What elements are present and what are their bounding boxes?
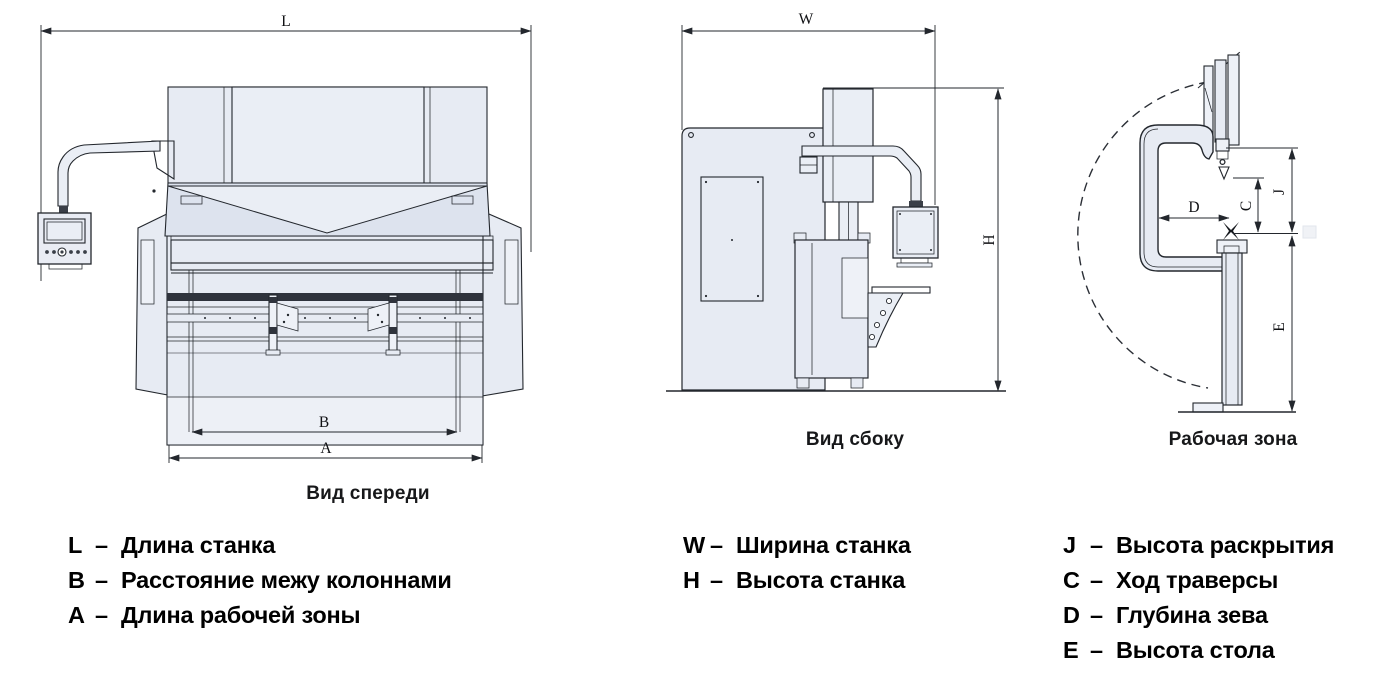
dim-label-W: W — [799, 11, 814, 28]
legend-letter: W — [683, 532, 705, 558]
dim-label-E: E — [1271, 322, 1288, 331]
die-and-table — [1178, 222, 1296, 413]
legend-label: Расстояние межу колоннами — [121, 567, 452, 593]
ram-plates — [1203, 54, 1240, 146]
c-frame — [1139, 124, 1225, 272]
finger-stop-left — [265, 294, 299, 356]
right-column — [481, 210, 524, 397]
legend-letter: C — [1063, 567, 1080, 593]
rail-dots — [204, 317, 471, 319]
legend-label: Высота раскрытия — [1116, 532, 1335, 558]
side-access-panel — [700, 176, 764, 302]
dim-label-C: C — [1238, 201, 1255, 211]
support-bracket — [867, 286, 931, 348]
legend-letter: L — [68, 532, 83, 558]
legend-letter: E — [1063, 637, 1079, 663]
legend-letter: B — [68, 567, 85, 593]
side-view-caption: Вид сбоку — [805, 429, 905, 450]
legend-item-L: L – Длина станка — [68, 528, 452, 563]
dim-label-H: H — [981, 234, 998, 245]
control-pendant-side — [892, 206, 939, 268]
machine-lower-body — [166, 235, 484, 446]
front-view-caption: Вид спереди — [306, 483, 430, 504]
dim-between-columns-B: B — [191, 414, 458, 436]
legend-item-C: C – Ход траверсы — [1063, 563, 1334, 598]
pendant-arm-side — [799, 145, 923, 207]
ram-column-side — [822, 88, 874, 243]
legend-label: Высота станка — [736, 567, 906, 593]
ghost-artifact — [1302, 225, 1317, 239]
pendant-arm — [57, 140, 175, 213]
dim-width-W: W — [681, 11, 936, 205]
swing-zone-arc — [1077, 81, 1209, 389]
legend-item-H: H – Высота станка — [683, 563, 911, 598]
legend-separator: – — [95, 532, 108, 558]
lower-block-side — [793, 232, 871, 389]
work-zone-view: D C J E — [1077, 51, 1317, 413]
back-gauge — [166, 293, 484, 354]
legend-separator: – — [710, 567, 723, 593]
dim-work-zone-A: A — [168, 440, 483, 463]
pendant-screen — [43, 218, 86, 244]
dim-label-L: L — [281, 13, 290, 30]
legend-separator: – — [1090, 602, 1103, 628]
legend-letter: A — [68, 602, 85, 628]
work-zone-caption: Рабочая зона — [1168, 429, 1298, 450]
tool-clamp-bar — [170, 235, 494, 274]
dim-table-E: E — [1271, 235, 1296, 412]
legend-label: Ширина станка — [736, 532, 911, 558]
dim-height-H: H — [823, 87, 1004, 392]
legend-letter: J — [1063, 532, 1076, 558]
dim-throat-D: D — [1158, 199, 1230, 222]
legend-separator: – — [1090, 637, 1103, 663]
pendant-buttons — [45, 247, 87, 257]
die-cross-marker — [1223, 222, 1239, 240]
left-column — [135, 189, 174, 397]
finger-stop-right — [367, 294, 401, 356]
dim-opening-J: J — [1226, 147, 1298, 234]
legend-label: Длина станка — [121, 532, 276, 558]
dim-label-B: B — [319, 414, 329, 431]
punch-assembly — [1215, 138, 1230, 181]
side-view: W — [666, 11, 1006, 392]
legend-column-side: W – Ширина станка H – Высота станка — [683, 528, 911, 598]
legend-label: Ход траверсы — [1116, 567, 1279, 593]
legend-column-front: L – Длина станка B – Расстояние межу кол… — [68, 528, 452, 633]
legend-label: Длина рабочей зоны — [121, 602, 361, 628]
legend-item-E: E – Высота стола — [1063, 633, 1334, 668]
legend-separator: – — [710, 532, 723, 558]
legend-letter: D — [1063, 602, 1080, 628]
dim-stroke-C: C — [1233, 177, 1264, 233]
front-view: L — [37, 13, 532, 463]
side-frame-plate — [681, 127, 826, 391]
legend-separator: – — [1090, 532, 1103, 558]
dim-label-A: A — [320, 440, 332, 457]
dim-label-D: D — [1188, 199, 1199, 216]
dim-label-J: J — [1271, 189, 1288, 195]
legend-item-D: D – Глубина зева — [1063, 598, 1334, 633]
legend-item-J: J – Высота раскрытия — [1063, 528, 1334, 563]
legend-label: Высота стола — [1116, 637, 1275, 663]
legend-item-B: B – Расстояние межу колоннами — [68, 563, 452, 598]
legend-label: Глубина зева — [1116, 602, 1268, 628]
legend-column-work-zone: J – Высота раскрытия C – Ход траверсы D … — [1063, 528, 1334, 668]
legend-item-A: A – Длина рабочей зоны — [68, 598, 452, 633]
legend-separator: – — [95, 567, 108, 593]
crown-beam — [164, 86, 491, 237]
legend-item-W: W – Ширина станка — [683, 528, 911, 563]
legend-separator: – — [1090, 567, 1103, 593]
control-pendant — [37, 212, 92, 270]
legend-separator: – — [95, 602, 108, 628]
legend-letter: H — [683, 567, 700, 593]
